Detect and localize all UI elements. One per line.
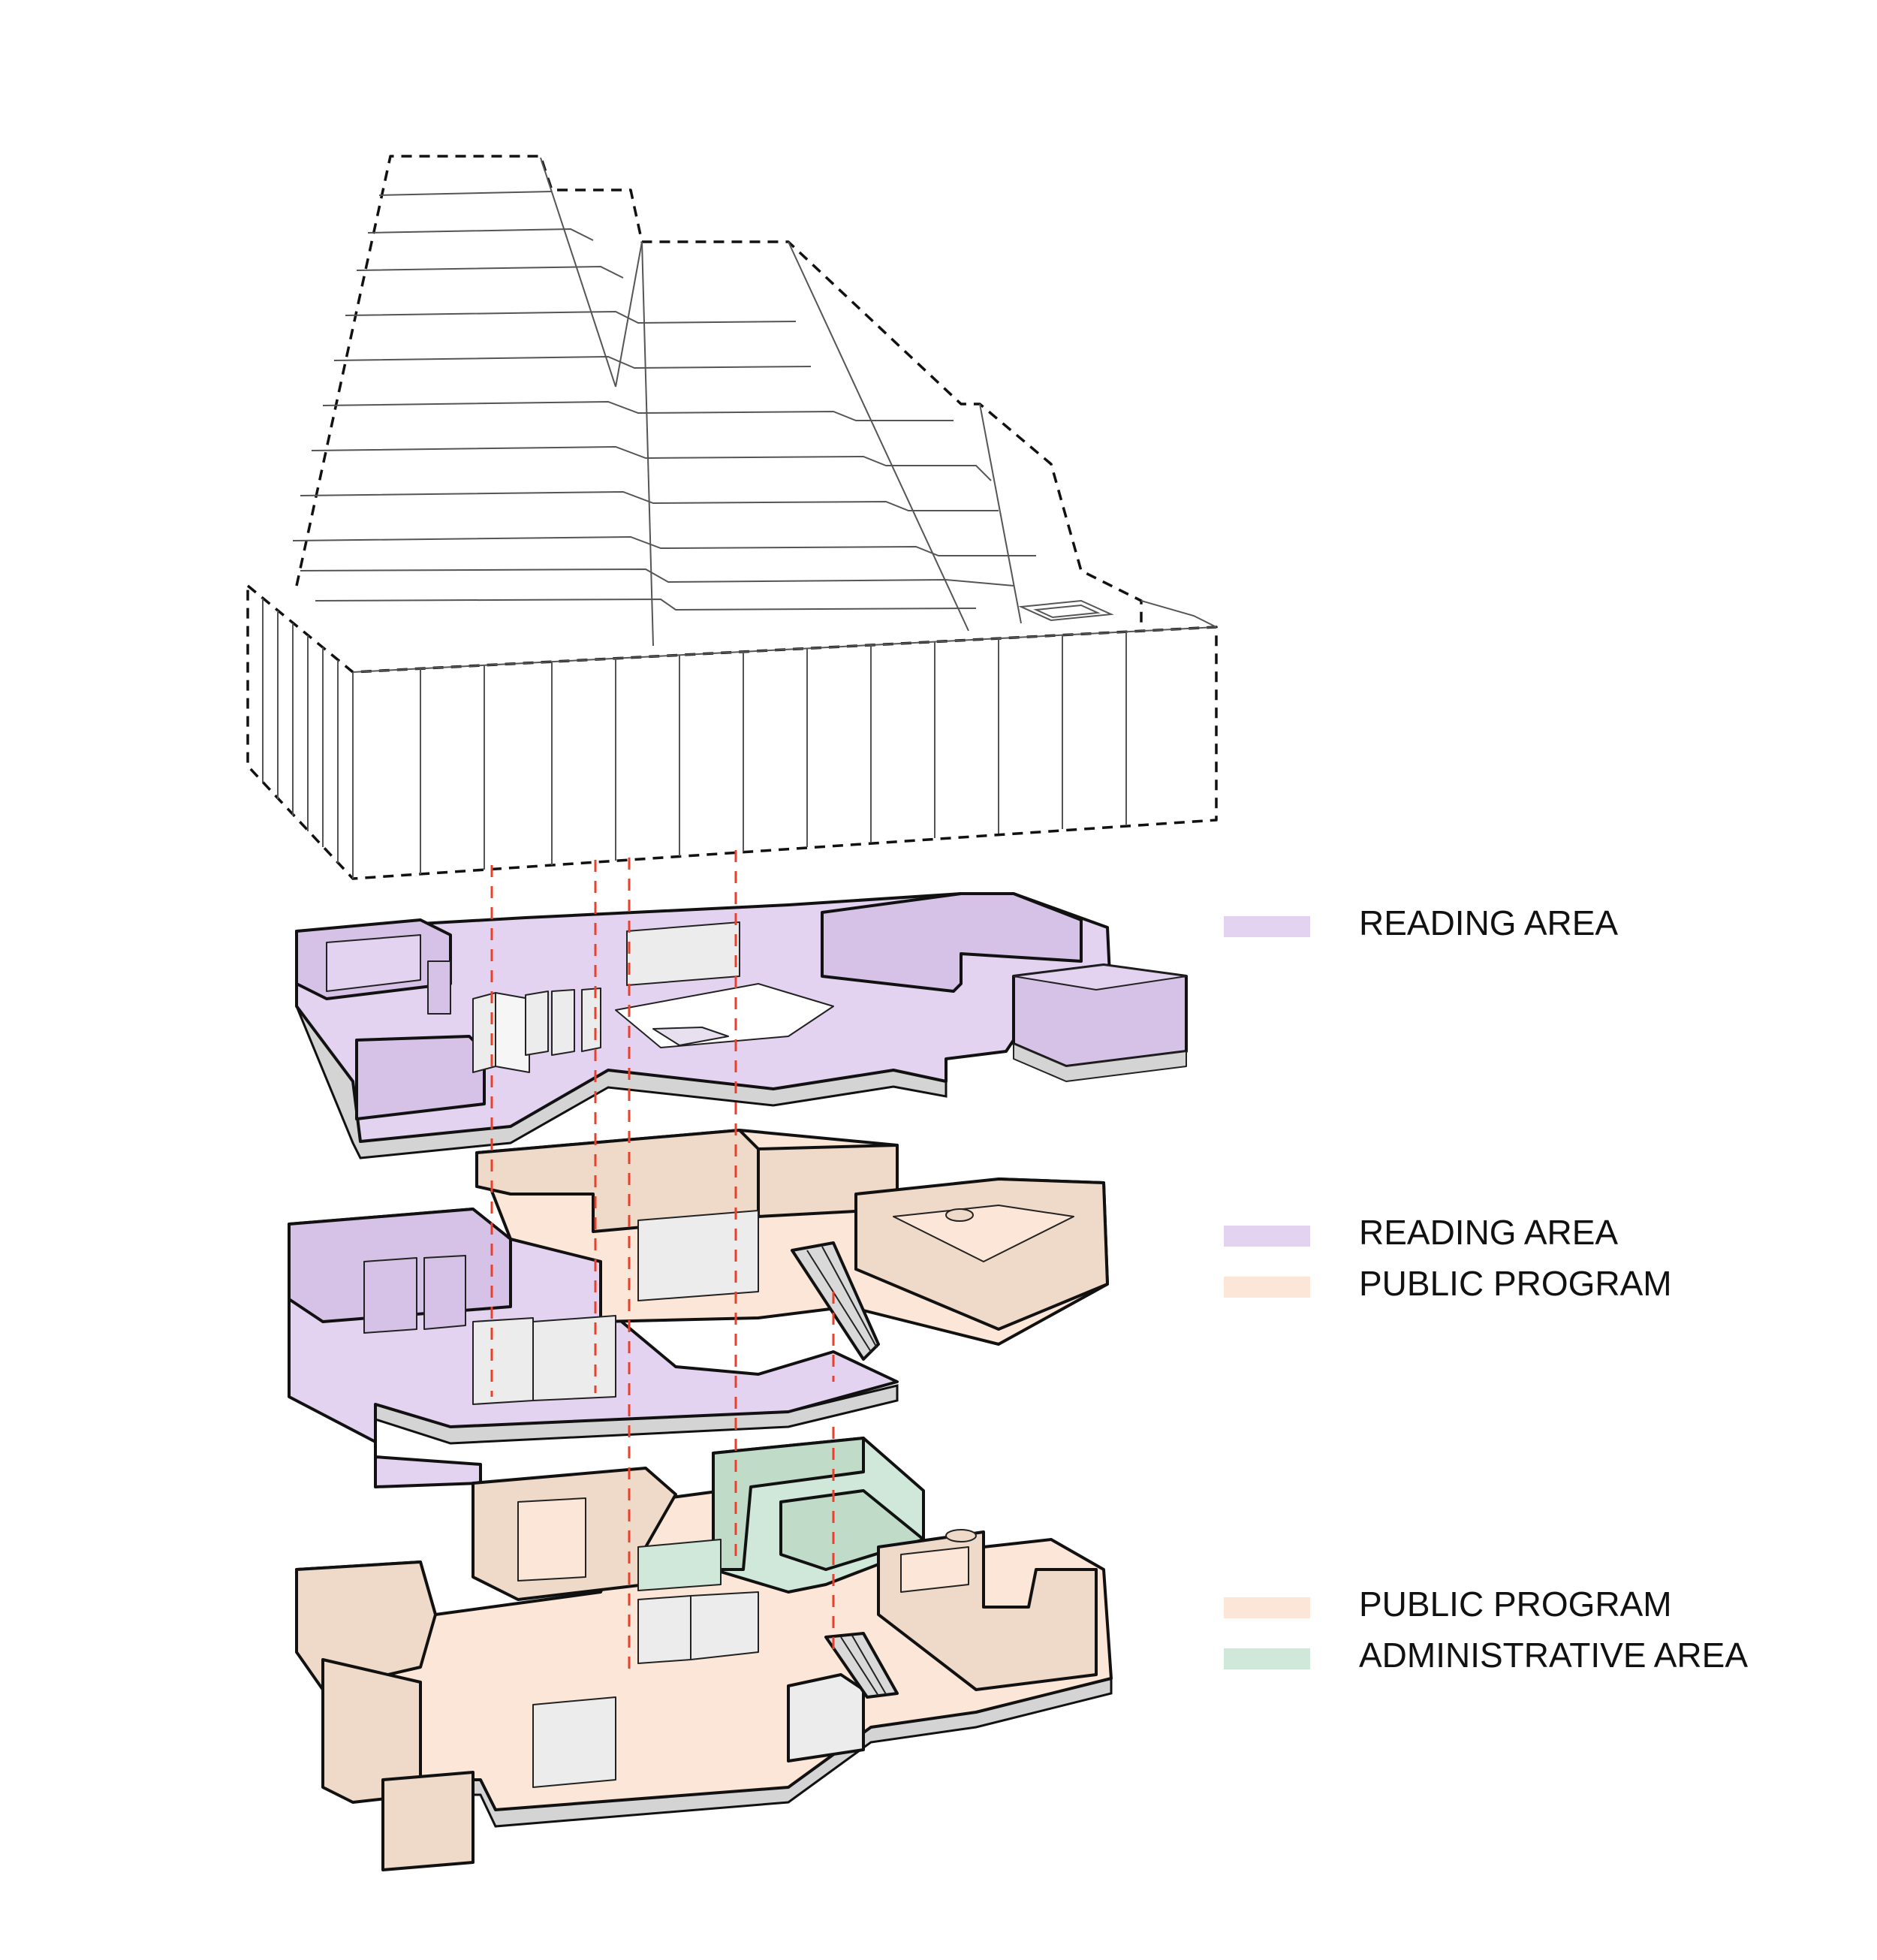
legend-label-reading: READING AREA [1359,1213,1618,1252]
legend-label-public: PUBLIC PROGRAM [1359,1264,1672,1303]
level-3-cores [472,921,740,1073]
legend-swatch-reading [1224,916,1310,937]
level-2-escalator [791,1241,880,1361]
facade-fins [262,599,1127,874]
base-box-outline [246,584,1218,880]
legend-level-1: PUBLIC PROGRAM ADMINISTRATIVE AREA [1224,1585,1748,1675]
legend-label-public: PUBLIC PROGRAM [1359,1585,1672,1624]
roof-outline [295,155,1143,623]
level-2-cores [363,1210,759,1405]
level-1-plan [295,1437,1113,1871]
roof-terraces [292,157,1217,647]
level-1-escalator [824,1632,899,1699]
legend-swatch-admin [1224,1648,1310,1669]
legend-label-admin: ADMINISTRATIVE AREA [1359,1636,1748,1675]
legend-level-3: READING AREA [1224,903,1618,942]
alignment-guides [490,850,835,1675]
level-3-plan [295,892,1188,1159]
building-envelope [246,155,1218,880]
level-2-plan [288,1129,1109,1488]
legend-swatch-public [1224,1277,1310,1298]
legend-level-2: READING AREA PUBLIC PROGRAM [1224,1213,1672,1303]
level-1-cores [532,1539,865,1788]
legend-swatch-reading [1224,1226,1310,1247]
legend-label-reading: READING AREA [1359,903,1618,942]
legend-swatch-public [1224,1597,1310,1618]
